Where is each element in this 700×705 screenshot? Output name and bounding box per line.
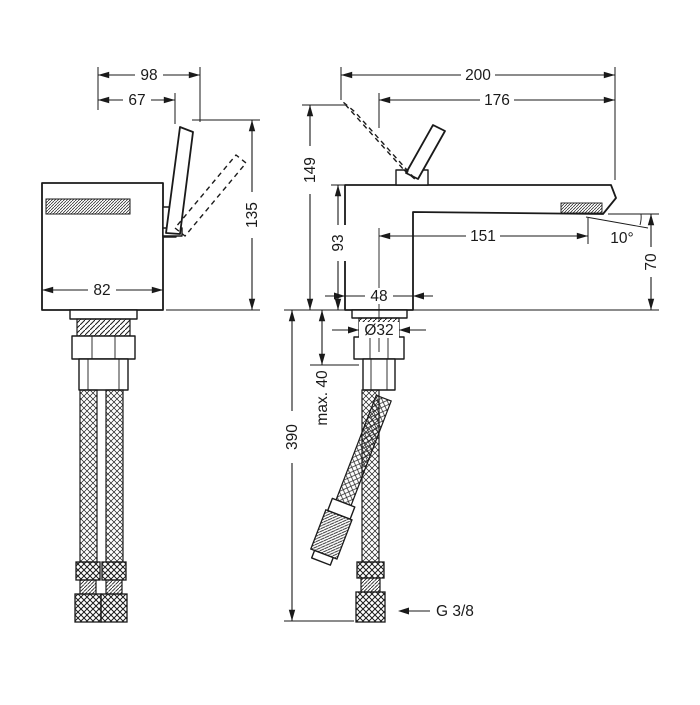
dim-390-label: 390 — [284, 424, 301, 450]
supply-hoses-side — [74, 389, 128, 623]
faucet-body-side — [41, 126, 247, 311]
hose-ribbed-collar — [360, 577, 381, 593]
dim-depth-handle: 67 — [98, 92, 176, 124]
dim-hose-length: 390 — [284, 310, 354, 622]
hose-hex-nut — [356, 561, 385, 579]
lever-handle-side — [165, 126, 194, 235]
hose-angled — [309, 394, 392, 566]
dim-width-total: 200 — [340, 67, 616, 180]
shank-tube-front — [362, 358, 396, 391]
dim-67-label: 67 — [128, 92, 145, 109]
dim-135-label: 135 — [244, 202, 261, 228]
dim-spout-clearance: 70 — [413, 213, 660, 311]
thread-size-label: G 3/8 — [436, 603, 474, 620]
aerator-grille-side — [45, 198, 131, 215]
dim-149-label: 149 — [302, 157, 319, 183]
aerator-front — [560, 202, 603, 214]
dim-200-label: 200 — [465, 67, 491, 84]
dim-height-with-handle: 135 — [166, 119, 261, 311]
dim-176-label: 176 — [484, 92, 510, 109]
dim-spout-angle: 10° — [585, 213, 649, 247]
dim-48-label: 48 — [370, 288, 387, 305]
dim-98-label: 98 — [140, 67, 157, 84]
base-flange-front — [351, 309, 408, 319]
dim-diameter-label: Ø32 — [364, 322, 393, 339]
hose-end-nut — [100, 593, 128, 623]
dim-70-label: 70 — [643, 253, 660, 271]
thread-size-callout: G 3/8 — [398, 603, 474, 620]
hose-hex-nut — [75, 561, 101, 581]
dim-height-total: 149 — [284, 104, 345, 311]
threaded-shank-side — [76, 318, 131, 337]
dim-shank-diameter: Ø32 — [332, 322, 426, 339]
dim-width-upper: 176 — [378, 92, 615, 128]
hose-ribbed-collar — [105, 579, 123, 595]
mounting-hardware-side — [69, 309, 138, 391]
shank-tube-side — [78, 358, 129, 391]
dim-spout-reach: 151 — [379, 218, 589, 245]
dim-82-label: 82 — [93, 282, 110, 299]
hose-end-nut — [355, 591, 386, 623]
dim-93-label: 93 — [330, 234, 347, 251]
hose-ribbed-collar — [79, 579, 97, 595]
dim-max-mounting-depth: max. 40 — [310, 310, 359, 426]
dim-151-label: 151 — [470, 228, 496, 245]
faucet-body-front — [342, 101, 617, 311]
side-view: 98 67 135 82 — [41, 67, 261, 623]
dim-max40-label: max. 40 — [314, 370, 331, 426]
dim-body-depth: 82 — [42, 282, 163, 299]
front-view: 200 176 149 93 151 — [284, 67, 660, 623]
lever-handle-front-alt-position — [342, 101, 417, 181]
hose-right — [105, 389, 124, 563]
hose-angled-cap — [310, 549, 334, 566]
supply-hoses-front — [309, 389, 392, 623]
dim-body-width: 48 — [325, 288, 433, 305]
dim-10deg-label: 10° — [610, 230, 633, 247]
hose-left — [79, 389, 98, 563]
base-flange-side — [69, 309, 138, 320]
dim-height-spout-top: 93 — [330, 184, 347, 310]
hose-end-nut — [74, 593, 102, 623]
mounting-nut-side — [71, 335, 136, 360]
hose-hex-nut — [101, 561, 127, 581]
